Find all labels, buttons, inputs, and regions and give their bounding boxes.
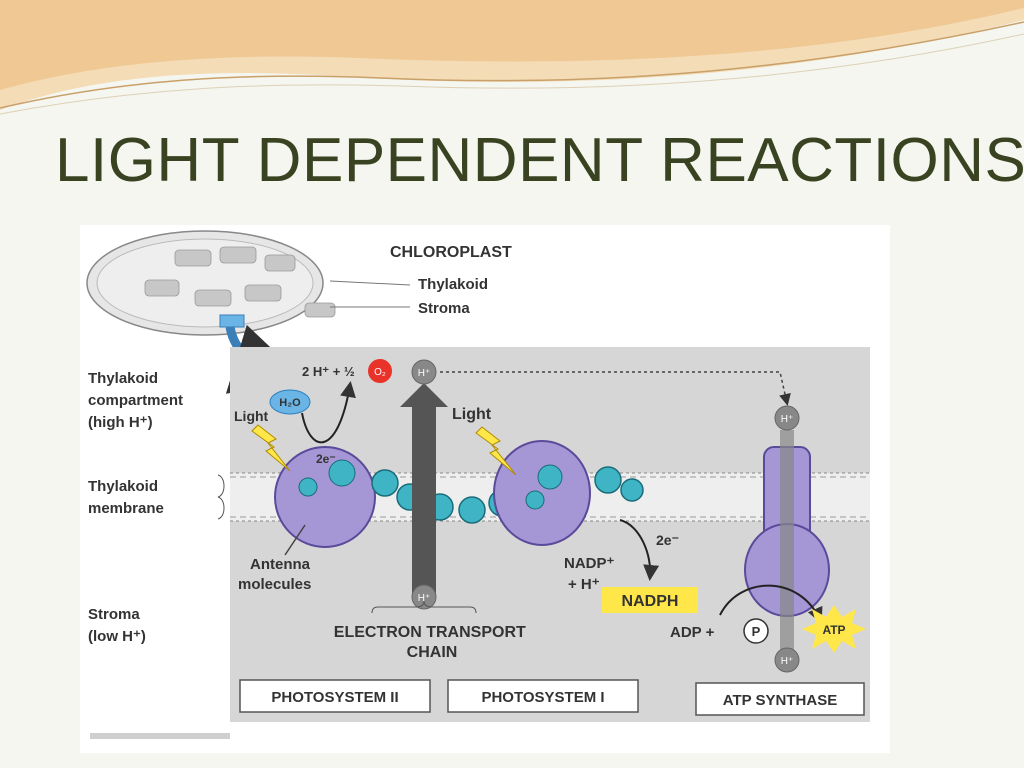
photosystem-ii-protein bbox=[274, 446, 376, 548]
phosphate-icon bbox=[743, 618, 769, 644]
antenna-label-2: molecules bbox=[238, 576, 311, 593]
lightning-icon bbox=[475, 426, 517, 476]
light-label-2: Light bbox=[452, 406, 492, 423]
water-arrow bbox=[301, 381, 356, 444]
water-icon bbox=[269, 389, 311, 415]
stroma-region-label-2: (low H⁺) bbox=[88, 628, 146, 645]
etc-label-1: ELECTRON TRANSPORT bbox=[334, 624, 526, 641]
antenna-pointer bbox=[284, 524, 306, 556]
etc-label: ELECTRON TRANSPORT CHAIN bbox=[334, 624, 530, 661]
photosystem-i-label: PHOTOSYSTEM I bbox=[481, 689, 604, 706]
thylakoid-label: Thylakoid bbox=[418, 276, 488, 293]
membrane-label: Thylakoid membrane bbox=[88, 478, 164, 517]
compartment-label: Thylakoid compartment (high H⁺) bbox=[88, 370, 187, 431]
atp-arrow bbox=[719, 584, 823, 624]
hplus-circle bbox=[774, 405, 800, 431]
photosystem-i-box bbox=[447, 679, 639, 713]
atp-burst-icon bbox=[802, 605, 866, 653]
diagram: CHLOROPLAST Thylakoid Stroma Thylakoid c… bbox=[80, 225, 890, 753]
membrane-label-2: membrane bbox=[88, 500, 164, 517]
etc-label-2: CHAIN bbox=[407, 644, 458, 661]
water-split-label: 2 H⁺ + ½ bbox=[302, 364, 355, 379]
header-swoosh bbox=[0, 0, 1024, 115]
electron-label-2: 2e⁻ bbox=[656, 532, 679, 548]
compartment-label-2: compartment bbox=[88, 392, 183, 409]
nadph-highlight bbox=[602, 587, 698, 613]
photosystem-ii-box bbox=[239, 679, 431, 713]
proton-flow-path bbox=[440, 371, 791, 406]
phosphate-label: P bbox=[752, 624, 761, 639]
atp-synthase-protein bbox=[744, 430, 830, 655]
nadph-label: NADPH bbox=[622, 593, 679, 610]
copyright-smudge bbox=[90, 733, 230, 739]
hplus-text: H⁺ bbox=[781, 656, 794, 667]
compartment-label-1: Thylakoid bbox=[88, 370, 158, 387]
oxygen-label: O₂ bbox=[374, 367, 386, 378]
stroma-label: Stroma bbox=[418, 300, 470, 317]
light-label-1: Light bbox=[234, 408, 269, 424]
oxygen-icon bbox=[368, 359, 392, 383]
chloroplast-label: CHLOROPLAST bbox=[390, 244, 512, 261]
photosystem-ii-label: PHOTOSYSTEM II bbox=[271, 689, 398, 706]
hplus-text: H⁺ bbox=[418, 593, 431, 604]
membrane-label-1: Thylakoid bbox=[88, 478, 158, 495]
antenna-label: Antenna molecules bbox=[238, 556, 314, 593]
hplus-text: H⁺ bbox=[781, 414, 794, 425]
atp-synthase-label: ATP SYNTHASE bbox=[723, 692, 837, 709]
hplus-circle bbox=[411, 359, 437, 385]
proton-pump-arrow bbox=[400, 383, 448, 595]
etc-bracket bbox=[371, 600, 477, 614]
nadp-label: NADP⁺ + H⁺ bbox=[564, 555, 619, 593]
atp-synthase-box bbox=[695, 682, 865, 716]
nadp-label-1: NADP⁺ bbox=[564, 555, 615, 572]
atp-label: ATP bbox=[822, 623, 845, 637]
compartment-label-3: (high H⁺) bbox=[88, 414, 153, 431]
antenna-label-1: Antenna bbox=[250, 556, 311, 573]
water-label: H₂O bbox=[279, 397, 301, 409]
lightning-icon bbox=[251, 424, 291, 472]
slide-title: LIGHT DEPENDENT REACTIONS bbox=[55, 126, 1024, 195]
photosystem-i-protein bbox=[493, 440, 591, 546]
hplus-circle bbox=[774, 647, 800, 673]
adp-label: ADP + bbox=[670, 624, 715, 641]
stroma-region-label: Stroma (low H⁺) bbox=[88, 606, 146, 645]
hplus-circle bbox=[411, 584, 437, 610]
nadp-arrow bbox=[619, 519, 660, 581]
nadp-label-2: + H⁺ bbox=[568, 576, 600, 593]
hplus-text: H⁺ bbox=[418, 368, 431, 379]
stroma-region-label-1: Stroma bbox=[88, 606, 140, 623]
electron-label: 2e⁻ bbox=[316, 452, 336, 466]
